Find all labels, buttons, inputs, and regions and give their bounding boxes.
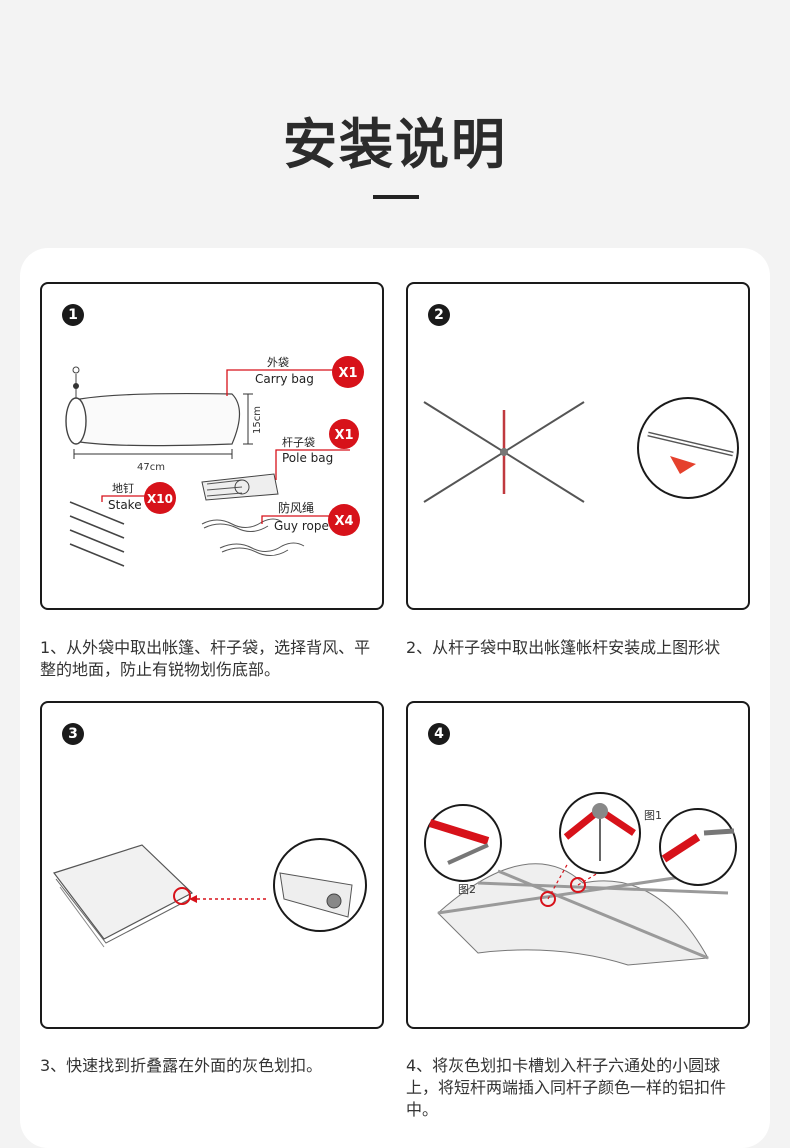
buckle-highlight — [173, 887, 191, 905]
pole-bag-qty: X1 — [334, 428, 353, 443]
folded-tent-icon — [53, 844, 194, 948]
pole-bag-icon — [201, 473, 279, 501]
carry-bag-label-cn: 外袋 — [267, 355, 289, 369]
buckle-detail — [273, 838, 367, 932]
title-underline — [373, 195, 419, 199]
step-2-caption: 2、从杆子袋中取出帐篷帐杆安装成上图形状 — [406, 638, 721, 657]
detail-fig1 — [659, 808, 737, 886]
fig2-label: 图2 — [458, 883, 476, 896]
step-4-panel: 4 图2 图1 — [406, 701, 750, 1029]
detail-fig2 — [424, 804, 502, 882]
step-1-panel: 1 47cm 15cm 外袋 Carry bag X1 — [40, 282, 384, 610]
step-3-illustration — [53, 838, 367, 948]
fig1-label: 图1 — [644, 809, 662, 822]
detail-center — [559, 792, 641, 874]
guy-rope-qty: X4 — [334, 514, 353, 529]
step-4-illustration: 图2 图1 — [424, 792, 737, 966]
stakes-icon — [69, 501, 125, 567]
step-3-panel: 3 — [40, 701, 384, 1029]
guy-rope-icon — [201, 518, 305, 556]
pole-bag-label-cn: 杆子袋 — [282, 435, 315, 449]
carry-bag-qty: X1 — [338, 366, 357, 381]
step-2-number-badge: 2 — [428, 304, 450, 326]
carry-bag-icon — [65, 366, 241, 447]
step-1-number-badge: 1 — [62, 304, 84, 326]
step-3-caption: 3、快速找到折叠露在外面的灰色划扣。 — [40, 1056, 323, 1075]
step-2-illustration — [423, 397, 739, 503]
tent-dome-icon — [437, 863, 729, 966]
height-dimension: 15cm — [243, 393, 263, 445]
step-2-panel: 2 — [406, 282, 750, 610]
step-1-illustration: 47cm 15cm 外袋 Carry bag X1 杆子袋 Pole bag X… — [65, 355, 364, 567]
stake-label-en: Stake — [108, 498, 142, 512]
pole-connect-detail — [637, 397, 739, 499]
height-dimension-label: 15cm — [252, 406, 263, 434]
guy-rope-label-en: Guy rope — [274, 519, 329, 533]
pole-bag-qty-badge — [329, 419, 359, 449]
step-3-number-badge: 3 — [62, 723, 84, 745]
step-4-caption: 4、将灰色划扣卡槽划入杆子六通处的小圆球上，将短杆两端插入同杆子颜色一样的铝扣件… — [406, 1056, 727, 1119]
stake-label-cn: 地钉 — [112, 482, 134, 495]
page-title: 安装说明 — [283, 113, 507, 176]
guy-rope-qty-badge — [328, 504, 360, 536]
insert-arrow-icon — [670, 456, 696, 474]
length-dimension: 47cm — [73, 449, 233, 473]
guy-rope-label-cn: 防风绳 — [278, 500, 314, 515]
step-1-caption: 1、从外袋中取出帐篷、杆子袋，选择背风、平整的地面，防止有锐物划伤底部。 — [40, 638, 371, 679]
stake-qty-badge — [144, 482, 176, 514]
pole-bag-label-en: Pole bag — [282, 451, 333, 465]
carry-bag-qty-badge — [332, 356, 364, 388]
carry-bag-label-en: Carry bag — [255, 372, 314, 386]
length-dimension-label: 47cm — [137, 462, 165, 473]
step-4-number-badge: 4 — [428, 723, 450, 745]
stake-qty: X10 — [147, 492, 173, 506]
pole-frame-icon — [423, 401, 585, 503]
